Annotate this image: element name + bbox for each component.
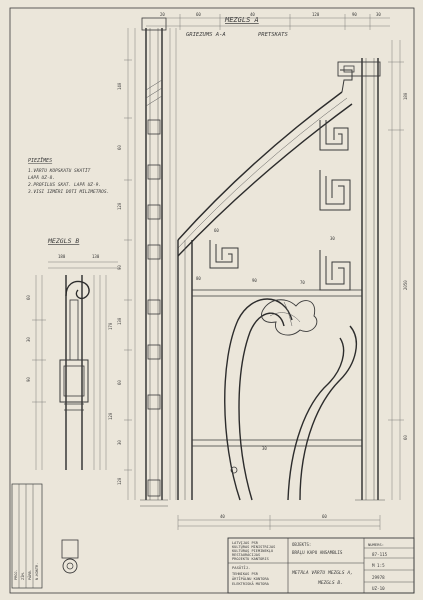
title-block [227, 537, 415, 594]
side-stamp-line: ZĪM. [20, 571, 25, 580]
dim-section: 90 [252, 278, 257, 283]
task-line: TEHNIKAS PSR [232, 572, 259, 576]
dim-left: 90 [117, 265, 122, 270]
task-line: ĀRTĪPĀLNU KONTORA [232, 576, 270, 581]
note-line: 2.PROFILUS SKAT. LAPĀ UZ-9. [28, 181, 101, 188]
dim-right: 180 [403, 92, 408, 100]
dim-left: 60 [117, 145, 122, 150]
dim-left: 120 [117, 477, 122, 485]
front-view-label: PRETSKATS [258, 32, 288, 38]
dim-detail-b: 60 [26, 295, 31, 300]
dim-bottom: 60 [322, 514, 327, 519]
section-dimension-lines [124, 28, 177, 500]
top-dimension-lines [146, 14, 390, 30]
detail-b-hinge [59, 275, 90, 574]
org-line: RESTAURĀCIJAS [232, 552, 260, 557]
notes-block: PIEZĪMES 1.VĀRTU KOPSKATU SKATĪT LAPĀ UZ… [27, 157, 109, 195]
dim-left: 30 [117, 440, 122, 445]
dim-top: 40 [250, 12, 255, 17]
drawing-title-line: METĀLA VĀRTU MEZGLS A, [291, 569, 353, 576]
side-stamp-line: PROJ. [14, 569, 18, 580]
right-dimension-lines [388, 40, 404, 500]
detail-b-dimension-lines [32, 261, 118, 470]
right-post [337, 58, 385, 501]
dim-left: 140 [117, 82, 122, 90]
dim-detail-b: 180 [58, 254, 66, 259]
code-value: 29978 [372, 575, 385, 580]
dim-left: 120 [117, 202, 122, 210]
note-line: LAPĀ UZ-8. [28, 174, 55, 181]
dim-detail-b: 170 [108, 322, 113, 330]
notes-heading: PIEZĪMES [28, 157, 52, 164]
dim-section: 60 [214, 228, 219, 233]
horizontal-bars [192, 289, 362, 447]
view-a-title: MEZGLS A [224, 16, 259, 24]
dim-section: 80 [196, 276, 201, 281]
note-line: 1.VĀRTU KOPSKATU SKATĪT [28, 167, 91, 174]
dim-bottom: 40 [220, 514, 225, 519]
dim-section: 30 [330, 236, 335, 241]
section-post [140, 17, 168, 507]
dim-detail-b: 30 [26, 337, 31, 342]
org-line: KULTŪRAS MINISTRIJAS [232, 544, 275, 549]
dim-left: 130 [117, 317, 122, 325]
side-stamp-line: PĀRB. [27, 569, 32, 580]
bottom-dimension-lines [177, 515, 381, 530]
dim-top: 30 [376, 12, 381, 17]
sheet-value: UZ-10 [372, 586, 385, 591]
note-line: 3.VISI IZMĒRI DOTI MILIMETROS. [27, 188, 109, 195]
scroll-ornament [224, 298, 357, 501]
side-stamp-line: N.KONTR. [35, 563, 39, 580]
side-stamp [11, 483, 43, 589]
dim-right: 60 [403, 435, 408, 440]
org-line: KULTŪRAS PIEMINEKĻU [232, 548, 273, 553]
dim-detail-b: 130 [92, 254, 100, 259]
dim-detail-b: 120 [108, 412, 113, 420]
drawing-frame [9, 7, 415, 594]
object-label: OBJEKTS: [292, 542, 311, 547]
dim-left: 60 [117, 380, 122, 385]
drawing-title-line: MEZGLS B. [317, 580, 343, 586]
sheet-number-value: 87-115 [372, 552, 388, 557]
dim-section: 30 [262, 446, 267, 451]
dim-top: 90 [352, 12, 357, 17]
org-line: PROJEKTU KANTORIS [232, 557, 269, 561]
dim-top: 60 [196, 12, 201, 17]
task-label: PASŪTĪJ. [232, 565, 250, 570]
view-b-title: MEZGLS B [47, 237, 79, 245]
greek-key-ornament-upper [319, 120, 351, 211]
dim-detail-b: 90 [26, 377, 31, 382]
dim-top: 120 [312, 12, 320, 17]
section-label: GRIEZUMS A-A [186, 32, 226, 38]
greek-key-ornament-middle [209, 240, 351, 291]
sheet-number-label: NUMERS: [368, 542, 384, 547]
object-value: BRĀĻU KAPU ANSAMBLIS [292, 550, 343, 555]
dim-top: 20 [160, 12, 165, 17]
scale-value: M 1:5 [372, 563, 385, 568]
org-line: LATVIJAS PSR [232, 541, 259, 545]
task-line: ELEKTRISKĀ MOTORA [232, 581, 270, 586]
dim-right: 2050 [403, 280, 408, 290]
dim-section: 70 [300, 280, 305, 285]
arch-rail [177, 69, 353, 500]
